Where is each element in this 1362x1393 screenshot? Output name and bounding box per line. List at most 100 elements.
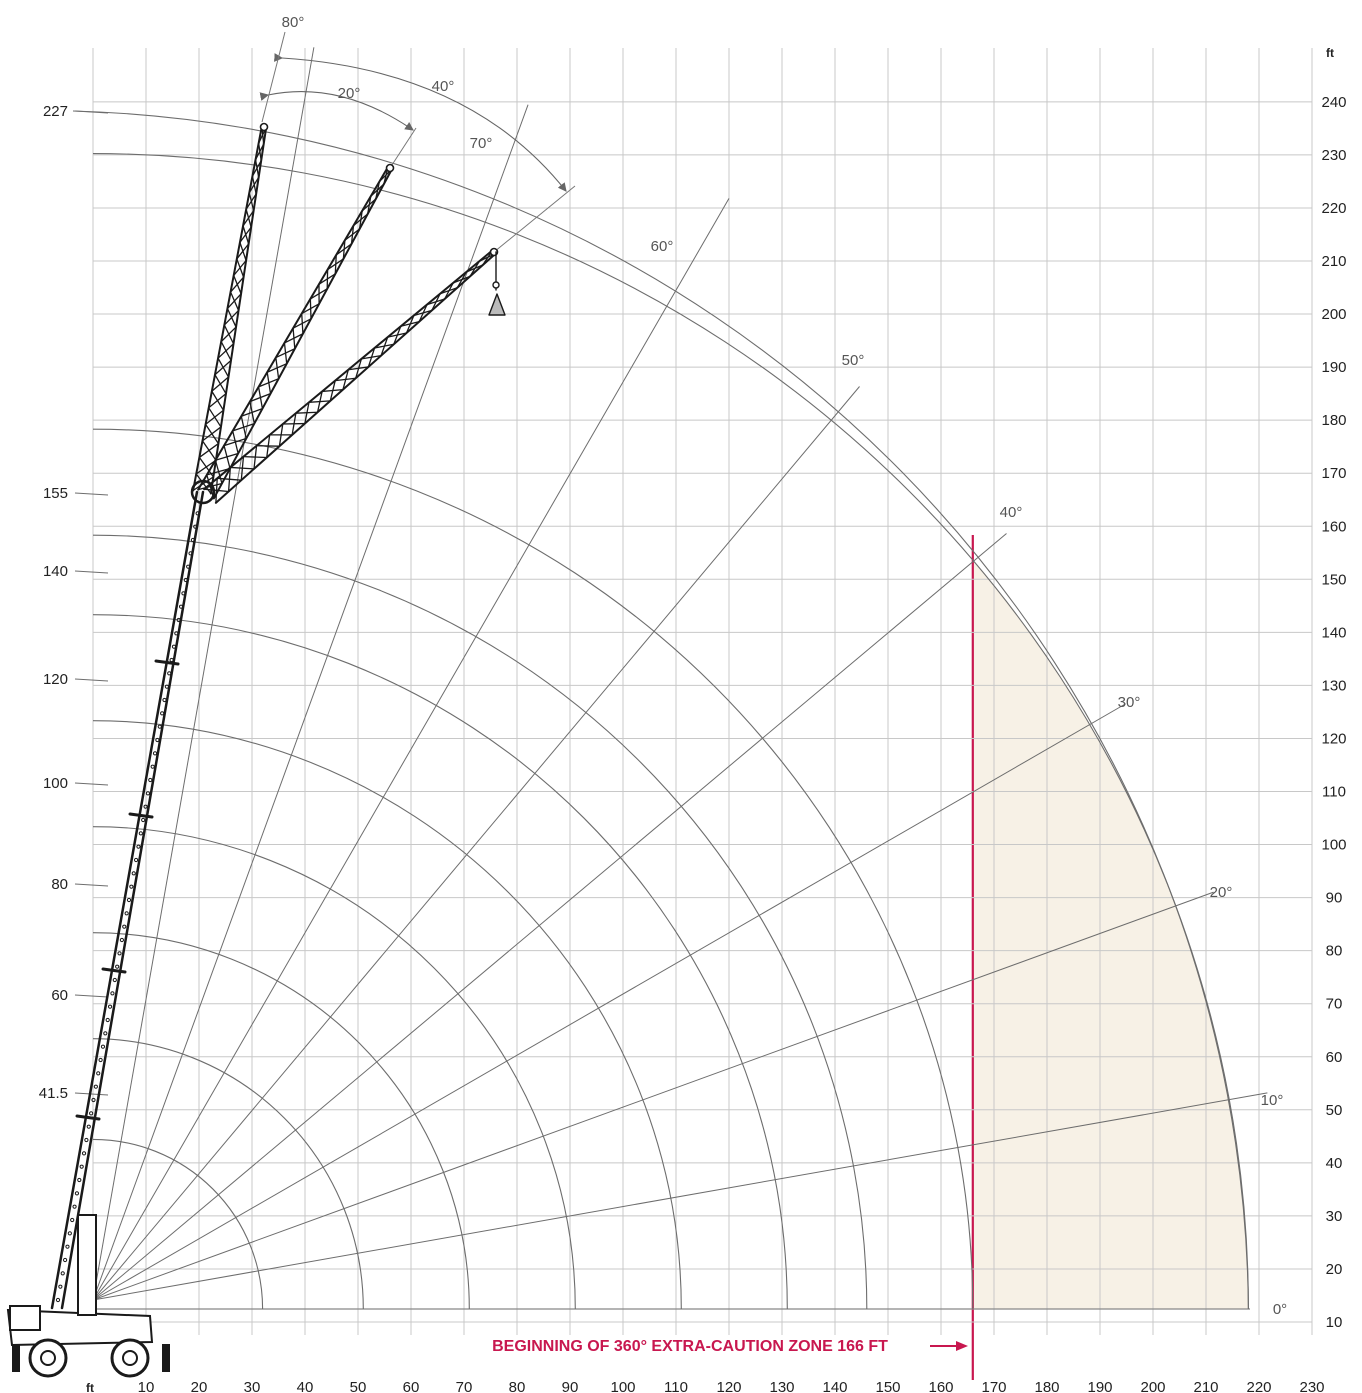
x-tick-label: 170	[981, 1379, 1006, 1393]
boom-length-leader	[74, 994, 109, 998]
angle-ray	[92, 703, 1126, 1301]
boom-pin	[183, 577, 188, 583]
boom-pin	[112, 977, 117, 983]
angle-label: 60°	[651, 238, 674, 255]
angle-label: 30°	[1118, 694, 1141, 711]
angle-ray	[92, 1092, 1268, 1301]
boom-pin	[186, 564, 191, 569]
caution-zone-fill	[972, 560, 1249, 1309]
boom-pin	[145, 791, 151, 796]
jib-ref-line	[493, 185, 576, 253]
boom-pin	[79, 1164, 84, 1169]
boom-pin	[167, 671, 172, 676]
boom-pin	[60, 1271, 65, 1276]
boom-pin	[115, 964, 120, 969]
x-tick-label: 80	[509, 1379, 526, 1393]
boom-length-label: 227	[43, 103, 68, 120]
angle-label: 70°	[470, 135, 493, 152]
angle-label: 50°	[842, 352, 865, 369]
x-tick-label: 230	[1299, 1379, 1324, 1393]
boom-pin	[110, 991, 115, 996]
boom-pin	[129, 884, 134, 889]
boom-pin	[65, 1244, 70, 1249]
boom-pin	[174, 631, 179, 636]
y-tick-label: 50	[1326, 1102, 1343, 1119]
y-tick-label: 100	[1321, 837, 1346, 854]
boom-length-label: 140	[43, 563, 68, 580]
y-tick-label: 180	[1321, 412, 1346, 429]
boom-pin	[126, 897, 132, 903]
boom-pin	[122, 924, 127, 929]
boom-pin	[117, 951, 122, 956]
jib-offset-label: 40°	[432, 78, 455, 95]
radius-arc	[92, 614, 788, 1310]
boom-pin	[89, 1111, 94, 1116]
boom-pin	[93, 1084, 98, 1089]
angle-label: 10°	[1261, 1092, 1284, 1109]
jib-offset-40-arrow	[274, 53, 567, 192]
y-tick-label: 170	[1321, 465, 1346, 482]
y-tick-label: 150	[1321, 571, 1346, 588]
boom-pin	[96, 1071, 101, 1076]
x-tick-label: 40	[297, 1379, 314, 1393]
boom-pin	[77, 1177, 82, 1183]
boom-pin	[58, 1284, 63, 1289]
y-tick-label: 190	[1321, 359, 1346, 376]
y-tick-label: 230	[1321, 147, 1346, 164]
boom-section-collar	[128, 812, 154, 819]
y-tick-label: 90	[1326, 890, 1343, 907]
y-tick-label: 70	[1326, 996, 1343, 1013]
x-tick-label: 160	[928, 1379, 953, 1393]
main-boom-edge	[50, 490, 199, 1310]
x-tick-label: 200	[1140, 1379, 1165, 1393]
boom-pin	[141, 817, 146, 823]
angle-label: 20°	[1210, 884, 1233, 901]
boom-pin	[134, 857, 139, 863]
boom-length-leader	[74, 1092, 109, 1096]
radius-arc	[92, 720, 682, 1310]
boom-pin	[136, 844, 141, 849]
load-icon	[488, 293, 506, 316]
y-tick-label: 20	[1326, 1261, 1343, 1278]
boom-pin	[152, 751, 158, 756]
x-tick-label: 120	[716, 1379, 741, 1393]
boom-pin	[55, 1297, 61, 1303]
y-tick-label: 210	[1321, 253, 1346, 270]
boom-pin	[181, 591, 186, 596]
boom-pin	[193, 524, 198, 529]
angle-label: 80°	[282, 14, 305, 31]
x-tick-label: 150	[875, 1379, 900, 1393]
boom-pin	[190, 537, 195, 543]
y-tick-label: 200	[1321, 306, 1346, 323]
x-tick-label: 60	[403, 1379, 420, 1393]
caution-zone-arrowhead	[956, 1341, 968, 1351]
y-axis-unit: ft	[1326, 46, 1334, 60]
x-tick-label: 20	[191, 1379, 208, 1393]
boom-length-leader	[74, 110, 109, 114]
boom-length-label: 41.5	[39, 1085, 68, 1102]
boom-pin	[164, 684, 169, 689]
boom-pin	[63, 1257, 68, 1263]
boom-head	[190, 479, 216, 505]
radius-arc	[92, 932, 470, 1310]
boom-pin	[107, 1004, 113, 1009]
outrigger	[162, 1344, 170, 1372]
radius-arc	[92, 534, 868, 1310]
x-tick-label: 10	[138, 1379, 155, 1393]
boom-length-leader	[74, 678, 109, 682]
crane-cab	[9, 1305, 41, 1331]
angle-ray	[92, 533, 1007, 1301]
boom-pin	[86, 1124, 91, 1129]
x-tick-label: 50	[350, 1379, 367, 1393]
boom-pin	[100, 1044, 106, 1049]
y-tick-label: 160	[1321, 518, 1346, 535]
boom-length-label: 60	[51, 987, 68, 1004]
crane-hub	[40, 1350, 56, 1366]
y-tick-label: 60	[1326, 1049, 1343, 1066]
boom-length-label: 155	[43, 485, 68, 502]
boom-pin	[81, 1151, 87, 1156]
radius-arc	[92, 1038, 364, 1310]
x-tick-label: 190	[1087, 1379, 1112, 1393]
angle-ray	[92, 47, 315, 1301]
radius-arc	[92, 826, 576, 1310]
